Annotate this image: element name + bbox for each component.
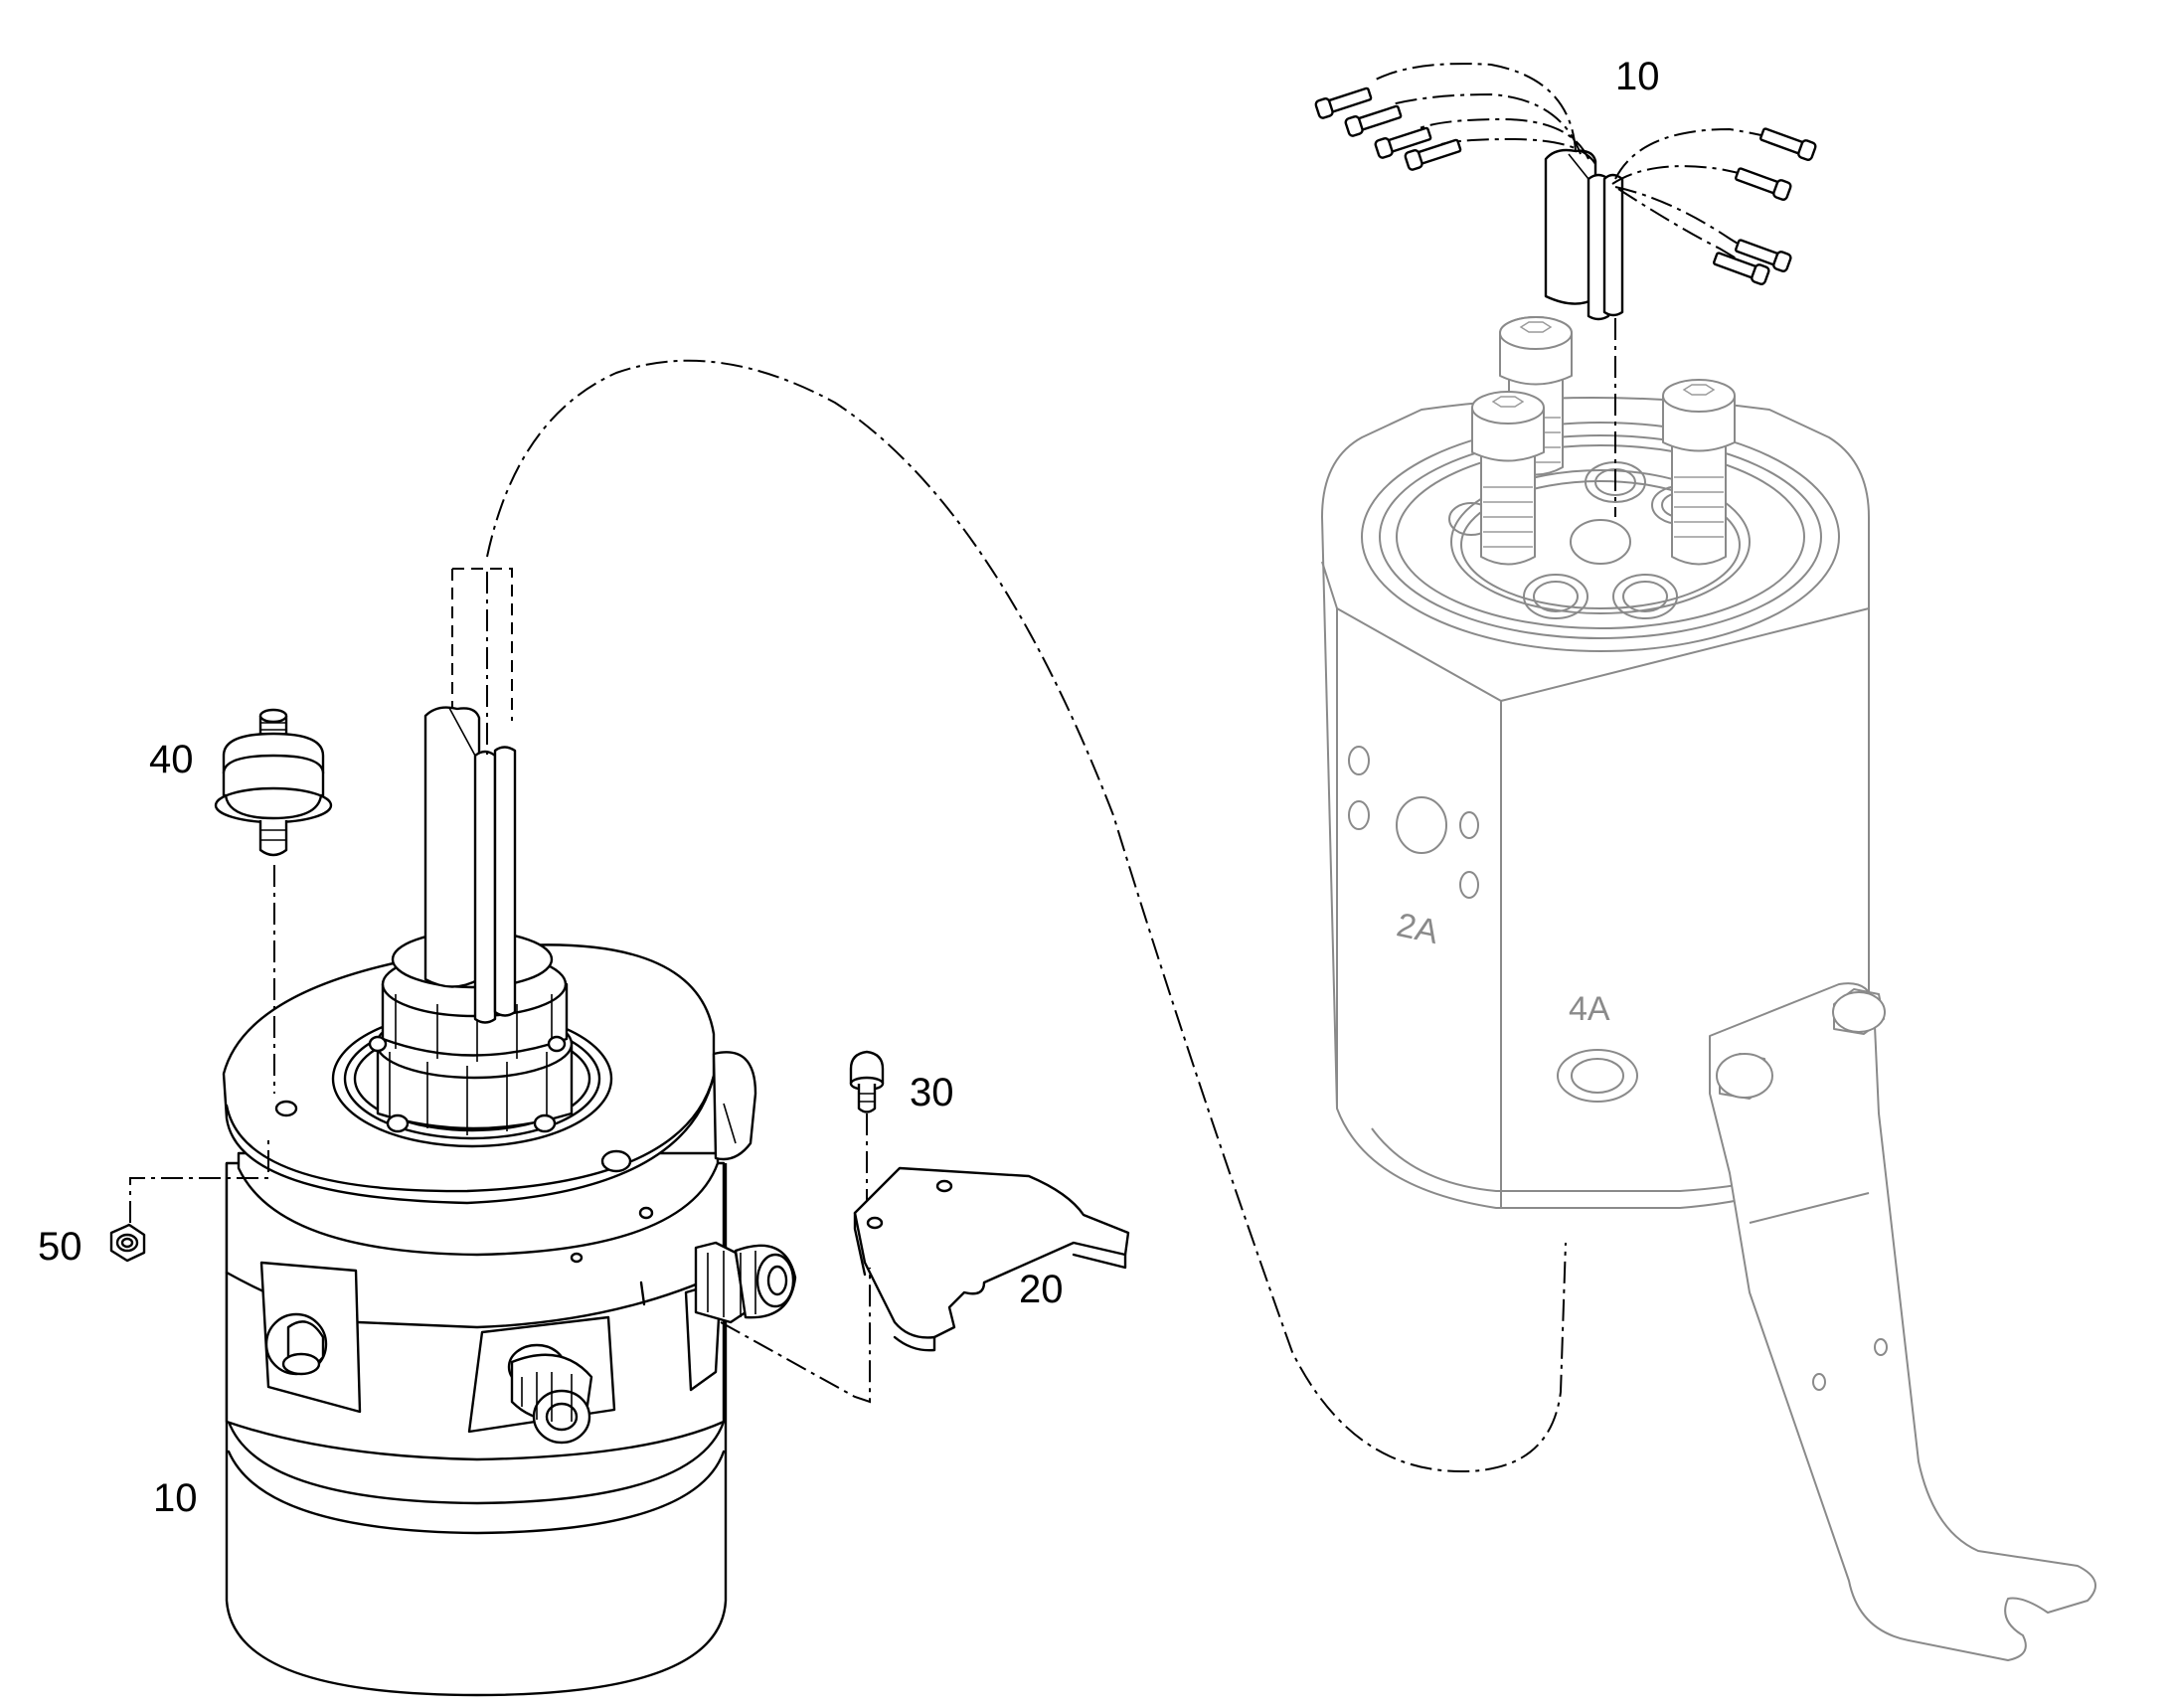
cable-route-line — [486, 359, 1567, 1473]
mounting-bracket-context — [1709, 982, 2096, 1661]
callout-10-top: 10 — [1615, 55, 1660, 98]
cable-gland-side — [694, 1241, 797, 1324]
screw-set — [1314, 86, 1817, 285]
callout-10-bottom: 10 — [153, 1476, 198, 1520]
callout-40: 40 — [149, 738, 194, 781]
callout-50: 50 — [38, 1225, 83, 1269]
callout-30: 30 — [910, 1071, 954, 1114]
nut-item-50 — [109, 1223, 146, 1263]
cable-harness-top — [1371, 63, 1800, 517]
rotary-unit-assembly — [222, 568, 797, 1697]
bracket-plate-item-20 — [853, 1166, 1130, 1352]
mounting-housing-context: 2A 4A — [1321, 316, 1870, 1209]
screw-item-30 — [849, 1050, 885, 1113]
callout-20: 20 — [1019, 1268, 1064, 1311]
cap-screw-context — [1471, 391, 1545, 566]
port-label-4a: 4A — [1569, 990, 1610, 1028]
cap-screw-context — [1662, 379, 1736, 566]
rubber-mount-item-40 — [214, 708, 333, 857]
port-label-2a: 2A — [1394, 906, 1442, 951]
cable-gland-front — [507, 1343, 593, 1445]
